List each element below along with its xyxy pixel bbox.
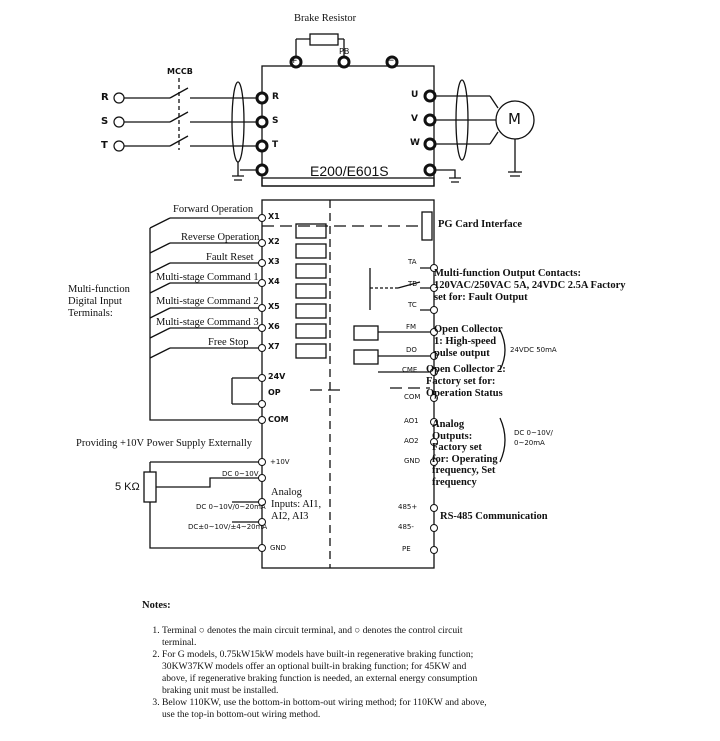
terminal-op: OP bbox=[268, 388, 281, 397]
func-multistage-2: Multi-stage Command 2 bbox=[156, 296, 259, 307]
terminal-u-label: U bbox=[411, 90, 419, 100]
func-fault-reset: Fault Reset bbox=[206, 252, 254, 263]
terminal-com: COM bbox=[268, 415, 289, 424]
potentiometer-symbol bbox=[143, 471, 157, 503]
brace-ao-range bbox=[499, 417, 506, 463]
terminal-plus bbox=[289, 55, 303, 69]
terminal-cme: CME bbox=[402, 366, 418, 374]
terminal-do: DO bbox=[406, 346, 417, 354]
analog-range-1: DC 0~10V bbox=[222, 470, 259, 478]
pg-card-slot bbox=[421, 211, 433, 241]
pg-card-label: PG Card Interface bbox=[438, 219, 522, 230]
terminal-tb: TB bbox=[408, 280, 418, 288]
minus-label: − bbox=[387, 56, 395, 66]
terminal-v bbox=[423, 113, 437, 127]
notes-section: Notes: Terminal ○ denotes the main circu… bbox=[142, 600, 702, 721]
control-board-box bbox=[261, 199, 435, 569]
note-item-3: Below 110KW, use the bottom-in bottom-ou… bbox=[162, 697, 702, 721]
wiring-diagram bbox=[113, 33, 535, 569]
terminal-minus bbox=[385, 55, 399, 69]
terminal-pe: PE bbox=[402, 545, 411, 553]
terminal-tc: TC bbox=[408, 301, 417, 309]
brake-resistor-label: Brake Resistor bbox=[294, 13, 357, 24]
power-supply-label: Providing +10V Power Supply Externally bbox=[76, 438, 253, 449]
terminal-x2: X2 bbox=[268, 237, 280, 246]
terminal-r-label: R bbox=[272, 92, 279, 102]
source-r-label: R bbox=[101, 92, 109, 103]
terminal-485-minus: 485- bbox=[398, 523, 414, 531]
terminal-s bbox=[255, 115, 269, 129]
terminal-fm: FM bbox=[406, 323, 417, 331]
terminal-w-label: W bbox=[410, 138, 420, 148]
func-multistage-1: Multi-stage Command 1 bbox=[156, 272, 259, 283]
terminal-s-label: S bbox=[272, 116, 279, 126]
terminal-x3: X3 bbox=[268, 257, 280, 266]
notes-list: Terminal ○ denotes the main circuit term… bbox=[142, 625, 702, 721]
source-s bbox=[113, 116, 125, 128]
open-collector-2-label: Open Collector 2: Factory set for: Opera… bbox=[426, 364, 506, 399]
notes-title: Notes: bbox=[142, 600, 171, 611]
func-multistage-3: Multi-stage Command 3 bbox=[156, 317, 259, 328]
mccb-label: MCCB bbox=[167, 67, 193, 76]
func-free-stop: Free Stop bbox=[208, 337, 249, 348]
terminal-ta: TA bbox=[408, 258, 417, 266]
brace-24vdc bbox=[499, 329, 506, 371]
note-item-2: For G models, 0.75kW15kW models have bui… bbox=[162, 649, 702, 697]
potentiometer-label: 5 KΩ bbox=[115, 481, 140, 493]
rs485-label: RS-485 Communication bbox=[440, 511, 548, 522]
source-s-label: S bbox=[101, 116, 109, 127]
terminal-gnd: GND bbox=[270, 544, 287, 552]
terminal-v-label: V bbox=[411, 114, 418, 124]
terminal-10v: +10V bbox=[270, 458, 290, 466]
terminal-x6: X6 bbox=[268, 322, 280, 331]
terminal-x1: X1 bbox=[268, 212, 280, 221]
analog-range-3: DC±0~10V/±4~20mA bbox=[188, 523, 268, 531]
plus-label: + bbox=[290, 56, 298, 66]
note-item-1: Terminal ○ denotes the main circuit term… bbox=[162, 625, 702, 649]
digital-input-title: Multi-function Digital Input Terminals: bbox=[68, 284, 130, 319]
analog-output-range: DC 0~10V/ 0~20mA bbox=[514, 429, 553, 447]
terminal-com-2: COM bbox=[404, 393, 421, 401]
source-t bbox=[113, 140, 125, 152]
terminal-485-plus: 485+ bbox=[398, 503, 418, 511]
terminal-x7: X7 bbox=[268, 342, 280, 351]
analog-range-2: DC 0~10V/0~20mA bbox=[196, 503, 266, 511]
terminal-ao2: AO2 bbox=[404, 437, 419, 445]
source-r bbox=[113, 92, 125, 104]
source-t-label: T bbox=[101, 140, 108, 151]
terminal-ground-in bbox=[255, 163, 269, 177]
analog-outputs-label: Analog Outputs: Factory set for: Operati… bbox=[432, 419, 498, 488]
terminal-x5: X5 bbox=[268, 302, 280, 311]
terminal-ao1: AO1 bbox=[404, 417, 419, 425]
pb-label: PB bbox=[339, 47, 350, 56]
optocoupler-array bbox=[295, 223, 327, 359]
terminal-pb bbox=[337, 55, 351, 69]
terminal-w bbox=[423, 137, 437, 151]
relay-output-label: Multi-function Output Contacts: 120VAC/2… bbox=[434, 268, 626, 303]
func-forward: Forward Operation bbox=[173, 204, 254, 215]
terminal-t bbox=[255, 139, 269, 153]
motor-label: M bbox=[508, 110, 521, 128]
open-collector-transistors bbox=[353, 325, 379, 365]
open-collector-voltage: 24VDC 50mA bbox=[510, 346, 557, 354]
analog-inputs-label: Analog Inputs: AI1, AI2, AI3 bbox=[271, 487, 322, 522]
model-label: E200/E601S bbox=[310, 163, 389, 179]
brake-resistor-symbol bbox=[309, 33, 339, 46]
terminal-ground-out bbox=[423, 163, 437, 177]
terminal-t-label: T bbox=[272, 140, 279, 150]
terminal-24v: 24V bbox=[268, 372, 286, 381]
func-reverse: Reverse Operation bbox=[181, 232, 260, 243]
terminal-x4: X4 bbox=[268, 277, 280, 286]
ferrite-core-output bbox=[455, 79, 469, 161]
terminal-gnd-2: GND bbox=[404, 457, 421, 465]
open-collector-1-label: Open Collector 1: High-speed pulse outpu… bbox=[434, 324, 503, 359]
terminal-r bbox=[255, 91, 269, 105]
terminal-u bbox=[423, 89, 437, 103]
